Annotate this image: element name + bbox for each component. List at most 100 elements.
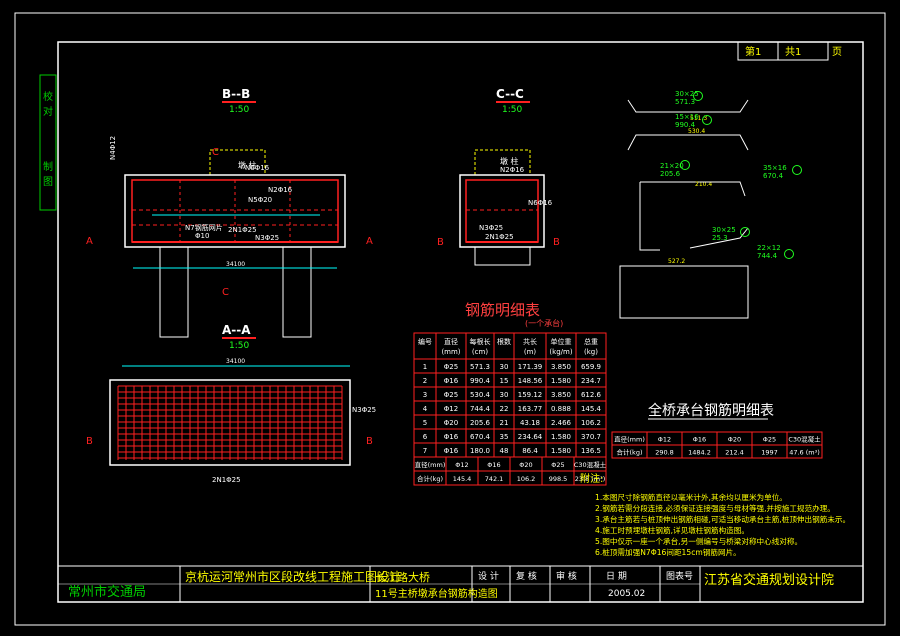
table-sum-cell: 998.5 xyxy=(549,475,568,483)
table-cell: 7 xyxy=(423,447,427,455)
table-header: (kg) xyxy=(584,348,598,356)
company-name: 江苏省交通规划设计院 xyxy=(704,572,834,588)
n1-label-cc: 2N1Φ25 xyxy=(485,233,514,241)
table-cell: 612.6 xyxy=(581,391,602,399)
table-cell: 1.580 xyxy=(551,447,571,455)
full-title: 全桥承台钢筋明细表 xyxy=(648,402,774,419)
shape2-top: 15×16 xyxy=(675,113,699,121)
page-label: 第1 xyxy=(745,45,761,58)
table-header: 单位重 xyxy=(551,337,572,346)
outer-frame xyxy=(14,12,886,626)
table-cell: 530.4 xyxy=(470,391,491,399)
table-title: 钢筋明细表 xyxy=(465,301,540,319)
table-cell: 234.64 xyxy=(518,433,543,441)
table-cell: Φ25 xyxy=(444,391,458,399)
project-subtitle: 长江路大桥 xyxy=(375,570,430,584)
full-table-cell: 1997 xyxy=(761,449,778,457)
table-cell: 744.4 xyxy=(470,405,491,413)
table-sum-cell: Φ25 xyxy=(551,461,564,469)
n2-label: N2Φ16 xyxy=(268,186,293,194)
table-cell: 205.6 xyxy=(470,419,491,427)
table-cell: 180.0 xyxy=(470,447,490,455)
table-cell: 1.580 xyxy=(551,377,571,385)
table-cell: 145.4 xyxy=(581,405,602,413)
sheet-no-label: 图表号 xyxy=(666,570,693,582)
table-cell: 159.12 xyxy=(518,391,543,399)
table-sum-cell: 直径(mm) xyxy=(415,460,446,469)
stamp-strip xyxy=(39,74,57,211)
page-unit: 页 xyxy=(832,46,842,58)
table-cell: 6 xyxy=(423,433,428,441)
table-cell: Φ20 xyxy=(444,419,458,427)
table-cell: 3.850 xyxy=(551,391,571,399)
table-header: (mm) xyxy=(441,348,460,356)
view-aa-scale: 1:50 xyxy=(229,341,249,351)
table-cell: 571.3 xyxy=(470,363,490,371)
section-b-right: B xyxy=(553,237,560,248)
rebar-grid xyxy=(117,385,343,460)
drawing-title: 11号主桥墩承台钢筋构造图 xyxy=(375,587,498,600)
dim-total: 34100 xyxy=(226,261,245,268)
review-label: 复 核 xyxy=(516,570,537,582)
table-cell: Φ16 xyxy=(444,447,459,455)
shape1-inner: 511.3 xyxy=(690,115,707,122)
table-cell: 86.4 xyxy=(522,447,538,455)
view-aa-title: A--A xyxy=(222,323,251,337)
full-table-cell: Φ12 xyxy=(658,436,671,444)
project-title: 京杭运河常州市区段改线工程施工图设计 xyxy=(185,569,401,584)
table-cell: 15 xyxy=(500,377,509,385)
table-cell: 22 xyxy=(500,405,509,413)
section-b-left: B xyxy=(437,237,444,248)
shape5-inner: 210.4 xyxy=(695,181,712,188)
check-label: 审 核 xyxy=(556,570,577,582)
n5-label: N5Φ20 xyxy=(248,196,272,204)
table-header: (kg/m) xyxy=(549,348,572,356)
table-header: (m) xyxy=(524,348,537,356)
pier-label-cc: 墩 柱 xyxy=(500,156,519,166)
table-header: 每根长 xyxy=(470,337,491,346)
section-b-aa-left: B xyxy=(86,436,93,447)
n7-label: N7钢筋网片 xyxy=(185,223,223,232)
rebar-shapes: 30×25 571.3 511.3 15×16 990.4 530.4 21×2… xyxy=(619,90,802,319)
shape3-len: 25.3 xyxy=(712,234,728,242)
table-cell: 659.9 xyxy=(581,363,601,371)
section-c-top: C xyxy=(212,147,219,158)
n3-label-cc: N3Φ25 xyxy=(479,224,503,232)
table-sum-cell: 合计(kg) xyxy=(417,474,443,483)
total-label: 共1 xyxy=(785,46,801,58)
note-line: 4.施工时预埋墩柱钢筋,详见墩柱钢筋构造图。 xyxy=(595,525,749,535)
design-label: 设 计 xyxy=(478,570,499,582)
section-b-aa-right: B xyxy=(366,436,373,447)
table-cell: 136.5 xyxy=(581,447,601,455)
shape3-top: 30×25 xyxy=(712,226,736,234)
table-sum-cell: 742.1 xyxy=(485,475,504,483)
n7b-label: Φ10 xyxy=(195,232,209,240)
table-cell: 370.7 xyxy=(581,433,601,441)
shape5-len: 205.6 xyxy=(660,170,681,178)
shape4-inner: 527.2 xyxy=(668,258,685,265)
view-cc-scale: 1:50 xyxy=(502,105,522,115)
full-table-cell: 直径(mm) xyxy=(614,435,645,444)
dim-aa: 34100 xyxy=(226,358,245,365)
view-bb-scale: 1:50 xyxy=(229,105,249,115)
shape2-len: 990.4 xyxy=(675,121,696,129)
stamp-text: 图 xyxy=(43,176,53,188)
table-cell: 990.4 xyxy=(470,377,491,385)
shape6-top: 35×16 xyxy=(763,164,787,172)
section-a-right: A xyxy=(366,236,373,247)
table-cell: 234.7 xyxy=(581,377,601,385)
shape1-top: 30×25 xyxy=(675,90,699,98)
full-table-cell: Φ20 xyxy=(728,436,741,444)
section-a-left: A xyxy=(86,236,93,247)
table-cell: 1 xyxy=(423,363,427,371)
table-sum-cell: Φ12 xyxy=(455,461,468,469)
table-cell: Φ16 xyxy=(444,433,459,441)
view-cc: C--C 1:50 墩 柱 N2Φ16 N6Φ16 N3Φ25 2N1Φ25 B… xyxy=(437,87,560,266)
pier-label: 墩 柱 xyxy=(238,160,257,170)
shape1-len: 571.3 xyxy=(675,98,695,106)
date-label: 日 期 xyxy=(606,571,627,582)
n3-label-aa: N3Φ25 xyxy=(352,406,376,414)
table-cell: 30 xyxy=(500,363,509,371)
table-cell: Φ12 xyxy=(444,405,458,413)
